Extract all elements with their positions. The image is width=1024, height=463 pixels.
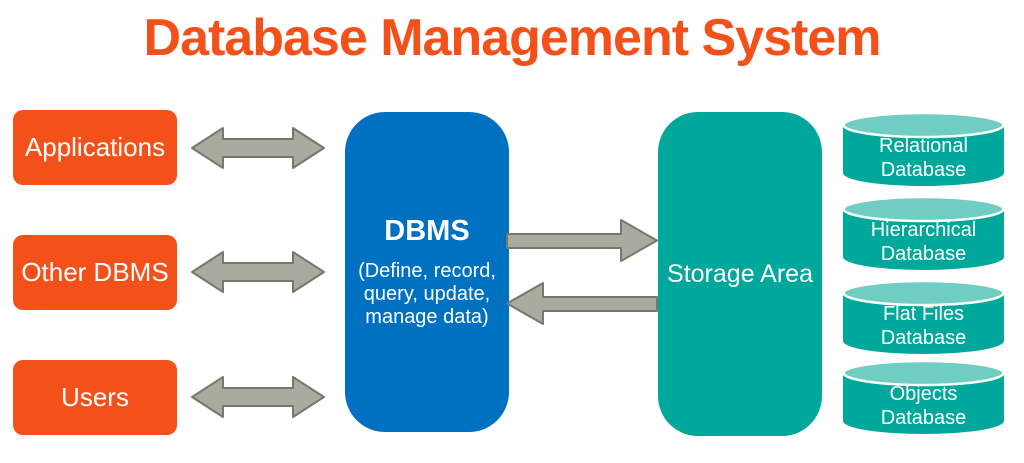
double-arrow-icon	[191, 251, 325, 293]
arrow-left-icon	[506, 282, 658, 325]
dbms-subtitle-line: (Define, record,	[358, 260, 496, 282]
dbms-subtitle-line: query, update,	[363, 283, 491, 305]
box-users: Users	[13, 360, 177, 435]
cylinder-hierarchical-database: Hierarchical Database	[842, 196, 1005, 272]
database-cylinder-icon	[842, 112, 1005, 186]
box-dbms: DBMS (Define, record, query, update, man…	[345, 112, 509, 432]
arrow-right-icon	[506, 219, 658, 262]
cylinder-label: Objects Database	[880, 383, 967, 429]
cylinder-flat-files-database: Flat Files Database	[842, 280, 1005, 356]
dbms-subtitle: (Define, record, query, update, manage d…	[358, 260, 496, 329]
cylinder-label: Hierarchical Database	[870, 219, 977, 265]
box-applications-label: Applications	[24, 132, 166, 162]
dbms-subtitle-line: manage data)	[365, 306, 489, 328]
box-other-dbms: Other DBMS	[13, 235, 177, 310]
double-arrow-icon	[191, 376, 325, 418]
dbms-title: DBMS	[384, 215, 470, 247]
database-cylinder-icon	[842, 360, 1005, 434]
database-cylinder-icon	[842, 280, 1005, 354]
box-storage-area: Storage Area	[658, 112, 822, 436]
cylinder-label: Flat Files Database	[880, 303, 967, 349]
cylinder-label: Relational Database	[879, 135, 968, 181]
box-other-dbms-label: Other DBMS	[21, 257, 169, 287]
box-applications: Applications	[13, 110, 177, 185]
cylinder-relational-database: Relational Database	[842, 112, 1005, 188]
storage-area-label: Storage Area	[667, 259, 813, 288]
double-arrow-icon	[191, 127, 325, 169]
cylinder-objects-database: Objects Database	[842, 360, 1005, 436]
box-users-label: Users	[61, 382, 129, 412]
database-cylinder-icon	[842, 196, 1005, 270]
page-title: Database Management System	[143, 9, 882, 67]
